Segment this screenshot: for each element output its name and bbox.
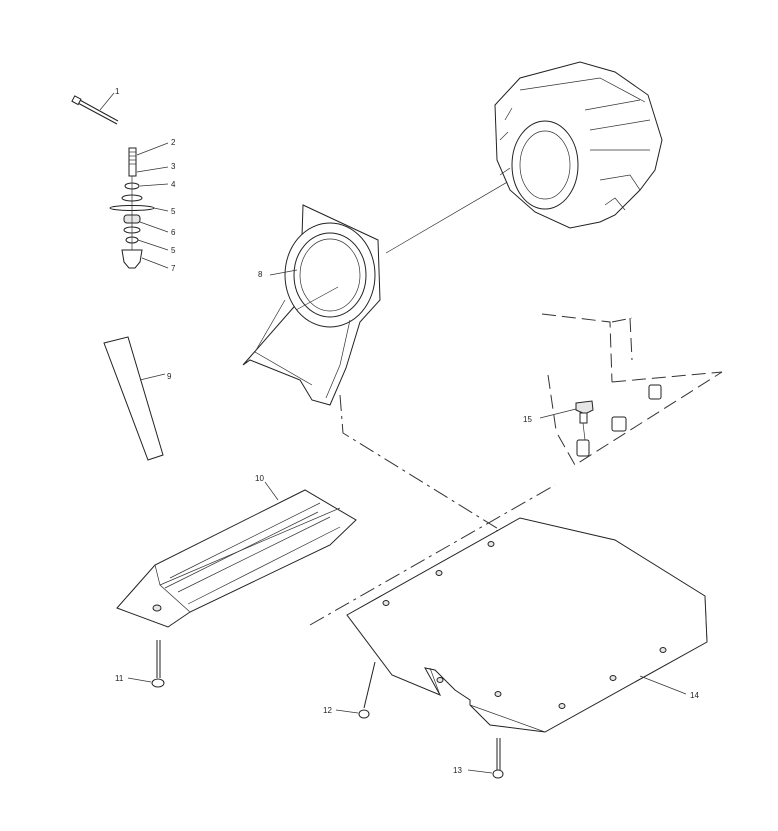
part-9-strip (103, 336, 166, 461)
callout-5b: 5 (171, 246, 176, 255)
callout-15: 15 (523, 415, 532, 424)
callout-6: 6 (171, 228, 176, 237)
part-15-sensor (539, 400, 594, 457)
callout-2: 2 (171, 138, 176, 147)
callout-1: 1 (115, 87, 120, 96)
callout-14: 14 (690, 691, 699, 700)
part-13-screw (467, 738, 504, 779)
part-8-housing-bracket (242, 159, 546, 406)
part-10-plate-pad (116, 481, 357, 628)
hull-compartment-outline (541, 313, 723, 466)
callout-11: 11 (115, 674, 124, 683)
part-1-cable-tie (71, 92, 119, 125)
callout-8: 8 (258, 270, 263, 279)
callout-3: 3 (171, 162, 176, 171)
engine-pump-housing (494, 61, 663, 229)
callout-4: 4 (171, 180, 176, 189)
callout-5a: 5 (171, 207, 176, 216)
callout-10: 10 (255, 474, 264, 483)
callout-12: 12 (323, 706, 332, 715)
callout-9: 9 (167, 372, 172, 381)
callout-13: 13 (453, 766, 462, 775)
part-14-plate (346, 517, 708, 733)
part-11-screw (127, 640, 165, 688)
callout-7: 7 (171, 264, 176, 273)
part-12-screw (335, 661, 376, 719)
part-2-7-fastener-stack (109, 142, 169, 269)
